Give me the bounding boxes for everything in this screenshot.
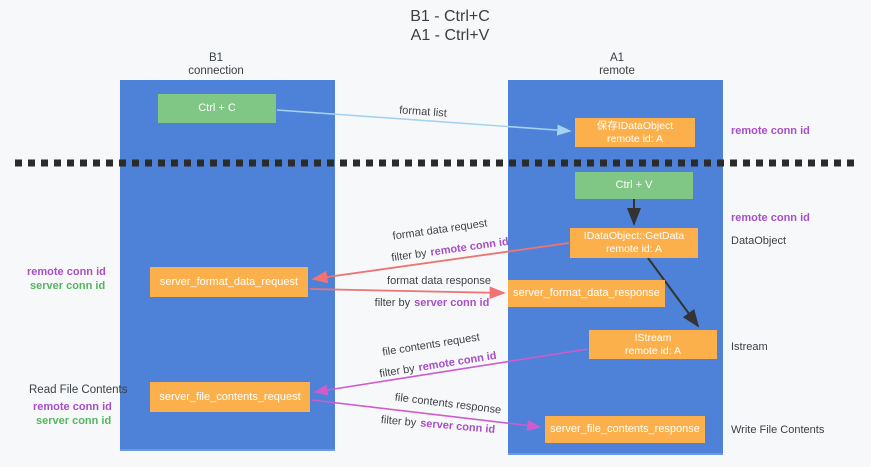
server-file-contents-request-label: server_file_contents_request xyxy=(159,390,301,403)
server-file-contents-response-box: server_file_contents_response xyxy=(545,416,705,443)
lifeline-a1-name: A1 xyxy=(609,52,625,64)
server-format-data-response-label: server_format_data_response xyxy=(513,287,660,299)
filter-prefix: filter by xyxy=(378,362,416,381)
lifeline-b1-role: connection xyxy=(188,65,244,77)
save-idataobject-line2: remote id: A xyxy=(606,132,664,145)
idataobject-getdata-box: IDataObject::GetData remote id: A xyxy=(570,228,698,258)
title-line-1: B1 - Ctrl+C xyxy=(410,8,490,25)
right-save-remote-conn-id-label: remote conn id xyxy=(731,125,810,137)
write-file-contents-label: Write File Contents xyxy=(731,424,825,436)
diagram-title: B1 - Ctrl+C A1 - Ctrl+V xyxy=(410,7,490,45)
server-format-data-request-label: server_format_data_request xyxy=(159,275,299,288)
lifeline-header-a1: A1 remote xyxy=(599,52,635,78)
left-format-remote-conn-id-label: remote conn id xyxy=(27,266,106,278)
filter-prefix: filter by xyxy=(380,414,417,430)
istream-box: IStream remote id: A xyxy=(589,330,717,359)
save-idataobject-box: 保存IDataObject remote id: A xyxy=(575,118,695,147)
ctrl-c-label: Ctrl + C xyxy=(198,102,236,114)
format-data-response-label: format data response xyxy=(387,275,491,287)
filter-server-conn-id: server conn id xyxy=(419,417,496,436)
lifeline-a1-role: remote xyxy=(599,65,635,77)
left-file-server-conn-id-label: server conn id xyxy=(36,415,112,427)
save-idataobject-line1: 保存IDataObject xyxy=(596,119,674,132)
lifeline-b1-name: B1 xyxy=(208,52,224,64)
read-file-contents-label: Read File Contents xyxy=(29,384,128,396)
filter-prefix: filter by xyxy=(374,297,411,309)
server-file-contents-request-box: server_file_contents_request xyxy=(150,382,310,412)
ctrl-c-box: Ctrl + C xyxy=(158,94,276,123)
filter-server-conn-id: server conn id xyxy=(414,297,490,309)
filter-remote-conn-id: remote conn id xyxy=(429,235,510,259)
format-list-label: format list xyxy=(398,104,448,120)
istream-side-label: Istream xyxy=(731,341,768,353)
ctrl-v-label: Ctrl + V xyxy=(615,179,653,191)
getdata-line2: remote id: A xyxy=(605,243,663,255)
file-contents-response-label: file contents response xyxy=(394,391,502,417)
istream-line2: remote id: A xyxy=(624,344,682,357)
server-file-contents-response-label: server_file_contents_response xyxy=(550,423,700,435)
istream-line1: IStream xyxy=(634,331,672,344)
title-line-2: A1 - Ctrl+V xyxy=(410,27,490,44)
ctrl-v-box: Ctrl + V xyxy=(575,172,693,199)
right-dataobject-remote-conn-id-label: remote conn id xyxy=(731,212,810,224)
filter-prefix: filter by xyxy=(390,247,428,265)
server-format-data-request-box: server_format_data_request xyxy=(150,267,308,297)
dataobject-label: DataObject xyxy=(731,235,787,247)
format-data-request-label: format data request xyxy=(391,217,489,243)
lifeline-header-b1: B1 connection xyxy=(188,52,244,78)
getdata-line1: IDataObject::GetData xyxy=(583,230,685,242)
left-format-server-conn-id-label: server conn id xyxy=(30,280,106,292)
server-format-data-response-box: server_format_data_response xyxy=(508,280,665,307)
arrow-format-data-response xyxy=(309,286,506,300)
filter-remote-conn-id: remote conn id xyxy=(417,349,498,375)
left-file-remote-conn-id-label: remote conn id xyxy=(33,401,112,413)
